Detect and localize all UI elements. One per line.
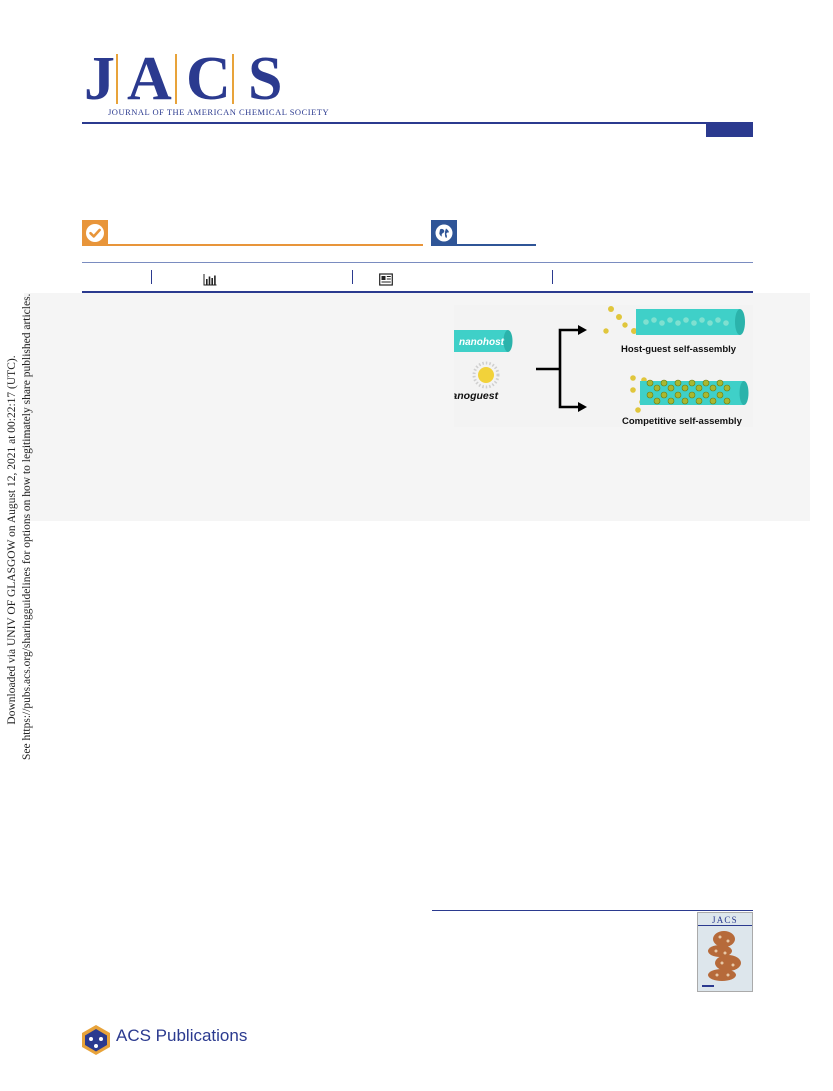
nanoguest-label: nanoguest xyxy=(454,390,499,402)
open-access-badge[interactable] xyxy=(431,220,457,246)
cover-title: JACS xyxy=(712,915,738,925)
host-guest-assembly xyxy=(603,306,745,335)
publisher-name: ACS Publications xyxy=(116,1026,248,1045)
competitive-assembly xyxy=(630,375,749,413)
outcome-top-label: Host-guest self-assembly xyxy=(621,344,737,355)
logo-divider xyxy=(232,54,234,104)
metrics-bar-bottom-rule xyxy=(82,291,753,293)
nanohost-label: nanohost xyxy=(459,337,505,348)
toc-graphic: nanohost nanoguest Host-guest self-assem… xyxy=(454,305,753,427)
logo-divider xyxy=(175,54,177,104)
article-type-tab xyxy=(706,123,753,137)
open-access-underline xyxy=(457,244,536,246)
outcome-bottom-label: Competitive self-assembly xyxy=(622,416,743,427)
acs-hexagon-icon xyxy=(82,1025,110,1055)
metrics-separator xyxy=(552,270,553,284)
journal-cover-thumbnail[interactable]: JACS xyxy=(697,912,753,992)
acs-publications-logo[interactable] xyxy=(80,1022,240,1056)
metrics-separator xyxy=(352,270,353,284)
logo-letter-a: A xyxy=(127,45,172,113)
download-notice: Downloaded via UNIV OF GLASGOW on August… xyxy=(5,293,37,760)
editors-choice-badge[interactable] xyxy=(82,220,108,246)
logo-letter-s: S xyxy=(248,45,283,113)
footnote-rule xyxy=(432,910,753,911)
check-circle-icon xyxy=(86,224,104,242)
editors-choice-underline xyxy=(108,244,423,246)
header-rule xyxy=(82,122,753,124)
nanoguest-particle xyxy=(472,361,500,389)
download-notice-line-2: See https://pubs.acs.org/sharingguidelin… xyxy=(21,293,33,760)
arrow-head xyxy=(578,325,587,335)
download-notice-line-1: Downloaded via UNIV OF GLASGOW on August… xyxy=(6,355,18,725)
article-icon[interactable] xyxy=(379,273,393,286)
arrow-head xyxy=(578,402,587,412)
metrics-bar-top-rule xyxy=(82,262,753,263)
logo-letter-j: J xyxy=(84,45,115,113)
journal-name: JOURNAL OF THE AMERICAN CHEMICAL SOCIETY xyxy=(108,107,330,117)
bar-chart-icon[interactable] xyxy=(203,273,217,286)
logo-divider xyxy=(116,54,118,104)
globe-icon xyxy=(435,224,453,242)
cover-image: JACS xyxy=(698,913,752,991)
logo-letter-c: C xyxy=(186,45,231,113)
metrics-separator xyxy=(151,270,152,284)
journal-logo: J A C S xyxy=(82,48,302,114)
